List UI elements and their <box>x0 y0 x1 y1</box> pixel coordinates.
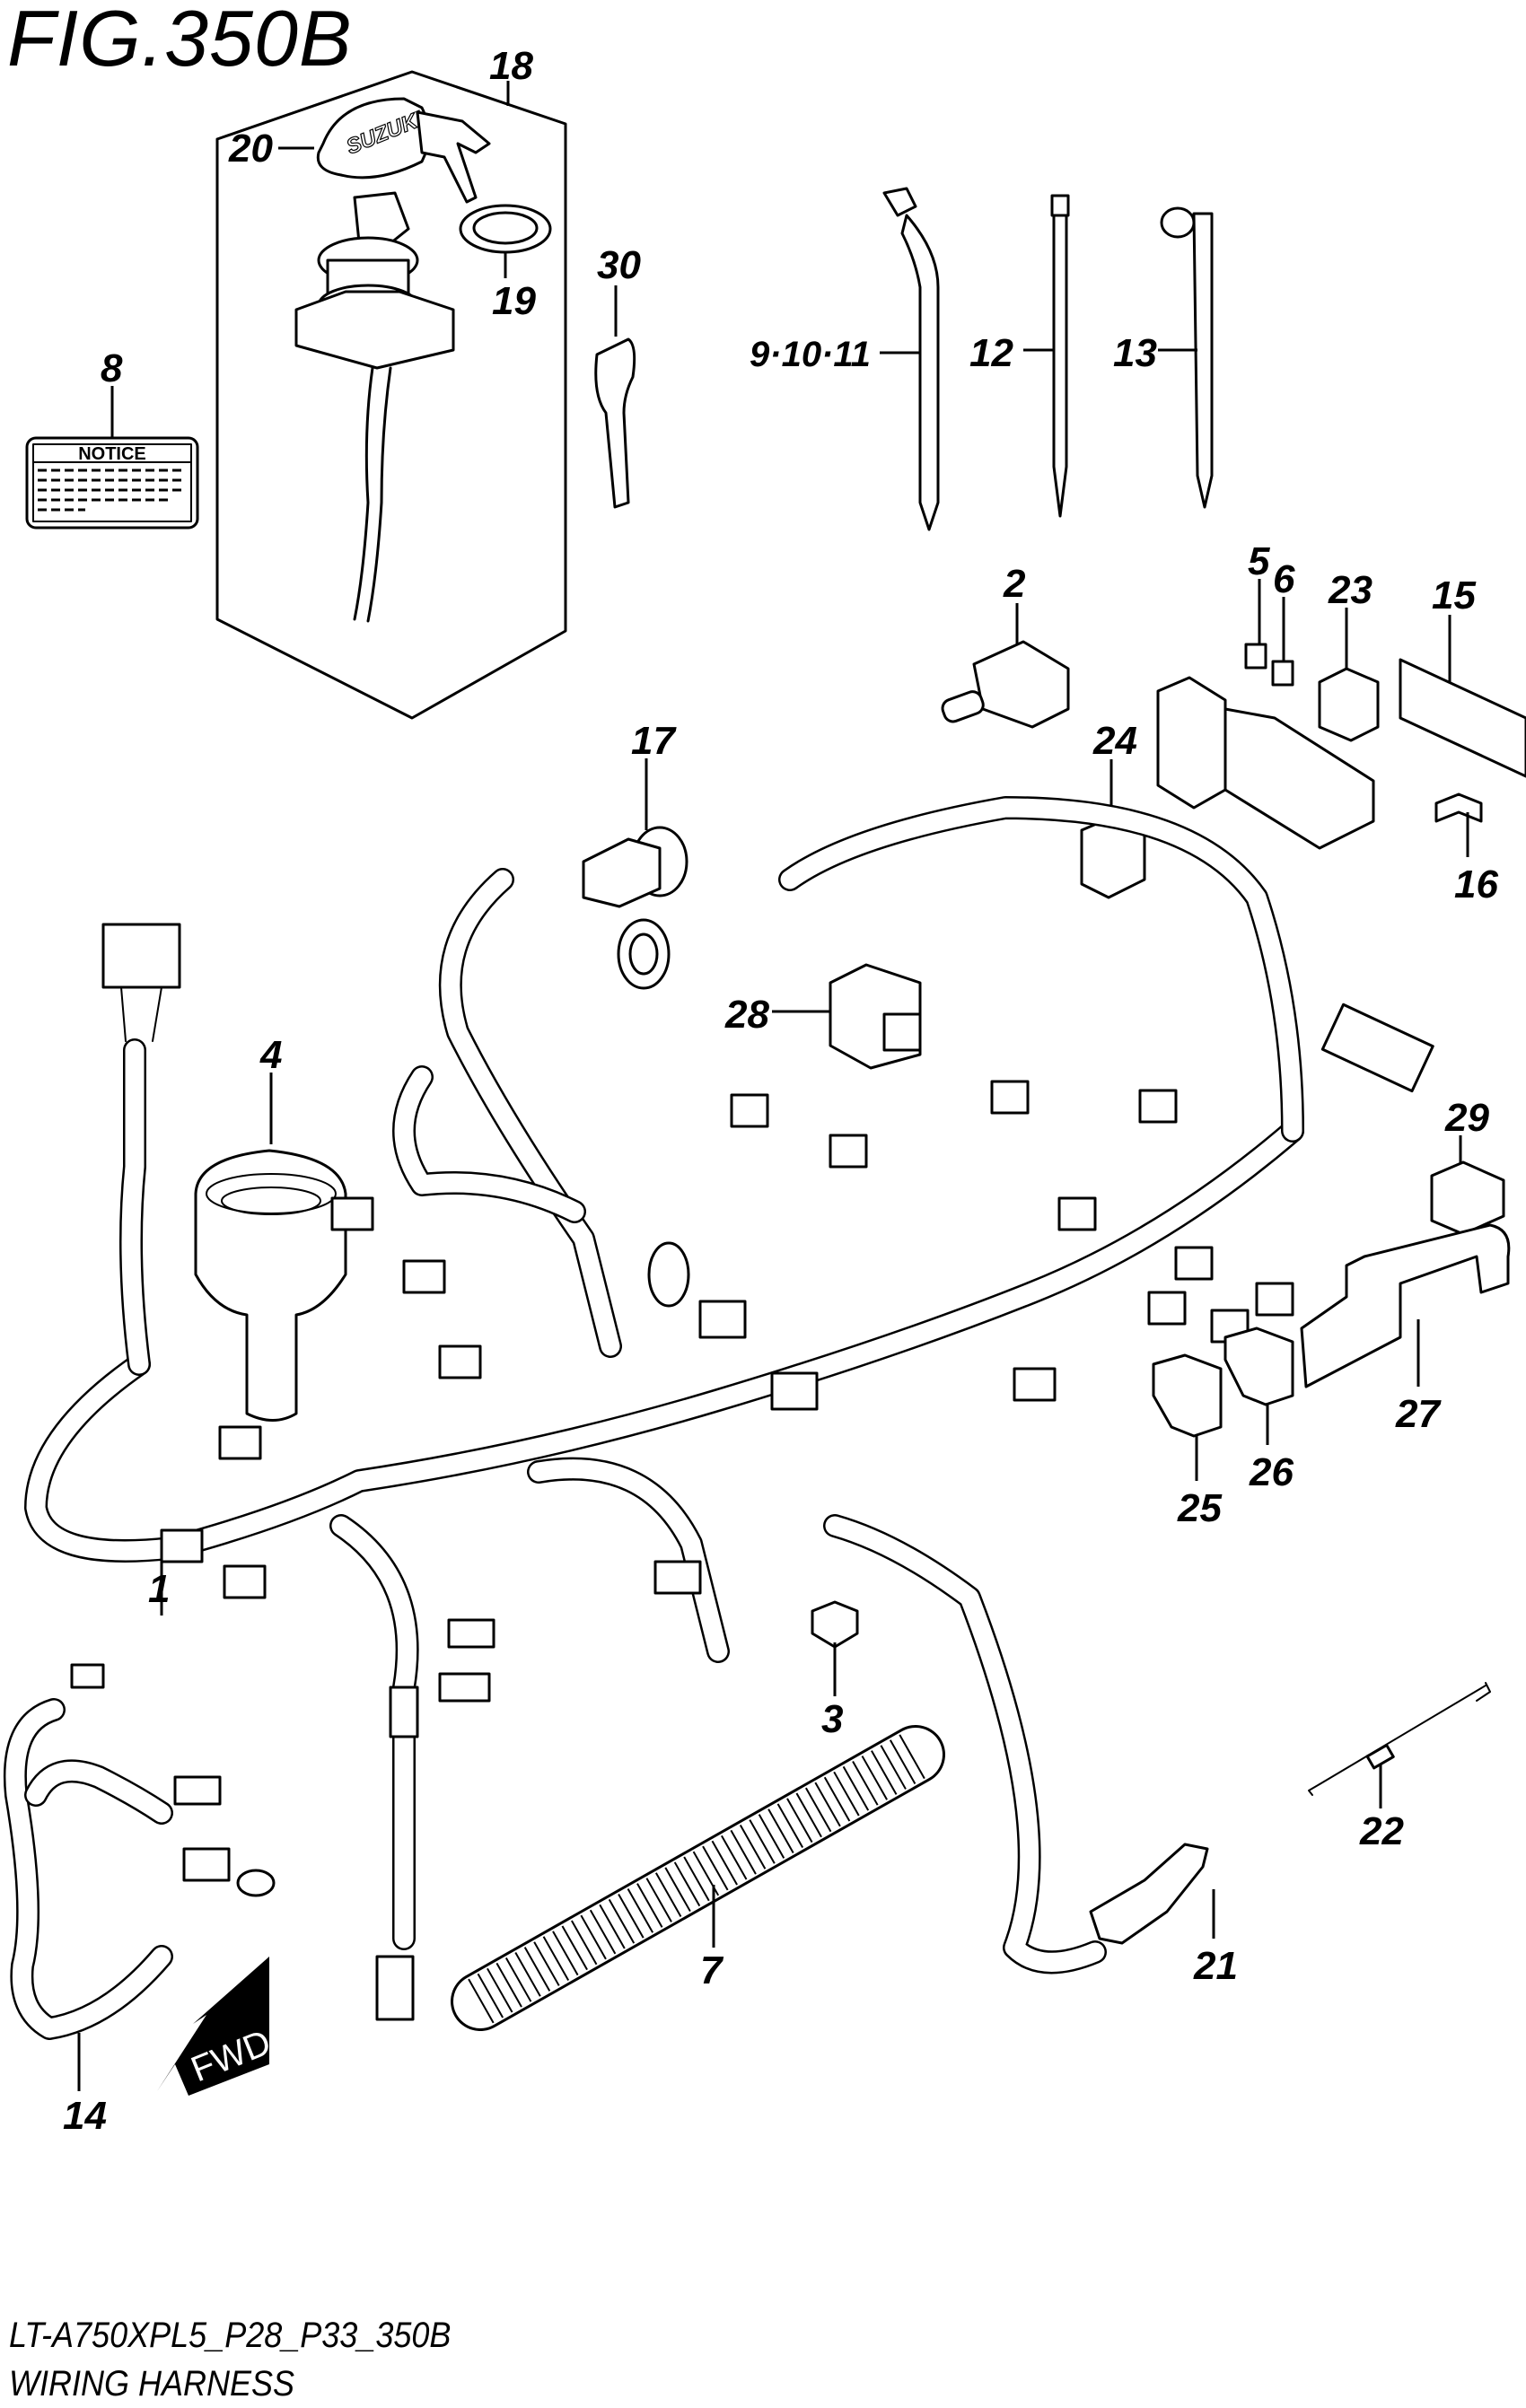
fwd-direction-arrow: FWD <box>157 1957 276 2096</box>
part-2-switch[interactable] <box>940 603 1070 729</box>
part-4-grommet-boot[interactable] <box>194 1073 347 1422</box>
callout-21[interactable]: 21 <box>1193 1944 1238 1988</box>
part-26-relay[interactable] <box>1223 1327 1294 1445</box>
callout-19[interactable]: 19 <box>492 279 536 323</box>
part-30-key[interactable] <box>594 285 636 509</box>
callout-23[interactable]: 23 <box>1328 568 1373 612</box>
part-29-connector[interactable] <box>1430 1135 1505 1236</box>
part-16-clamp[interactable] <box>1434 792 1483 857</box>
part-1-main-harness[interactable] <box>24 796 1434 2021</box>
notice-label-text: NOTICE <box>78 444 146 464</box>
part-9-10-11-cable-tie[interactable] <box>880 187 940 531</box>
callout-26[interactable]: 26 <box>1249 1450 1294 1494</box>
part-21-sensor[interactable] <box>1089 1843 1215 1945</box>
callout-13[interactable]: 13 <box>1113 331 1157 375</box>
callout-labels: 1 2 3 4 5 6 7 8 9·10·11 12 13 14 15 16 1… <box>63 44 1498 2138</box>
callout-4[interactable]: 4 <box>259 1033 282 1077</box>
callout-18[interactable]: 18 <box>489 44 533 88</box>
part-8-notice-label[interactable]: NOTICE <box>25 386 199 530</box>
part-5-fuse[interactable] <box>1244 579 1267 670</box>
callout-12[interactable]: 12 <box>969 331 1013 375</box>
callout-27[interactable]: 27 <box>1395 1392 1442 1436</box>
callout-8[interactable]: 8 <box>101 346 123 390</box>
callout-16[interactable]: 16 <box>1454 863 1498 906</box>
part-27-bracket-plate[interactable] <box>1300 1223 1511 1388</box>
callout-29[interactable]: 29 <box>1444 1096 1489 1140</box>
fuse-box[interactable] <box>1156 676 1375 850</box>
callout-7[interactable]: 7 <box>700 1948 724 1992</box>
part-22-spring-rod[interactable] <box>1308 1682 1491 1808</box>
part-18-ignition-switch-assembly[interactable]: SUZUKI <box>215 70 567 720</box>
callout-14[interactable]: 14 <box>63 2094 107 2138</box>
callout-28[interactable]: 28 <box>724 993 769 1037</box>
part-6-fuse[interactable] <box>1271 597 1294 687</box>
callout-24[interactable]: 24 <box>1092 719 1137 763</box>
part-17-socket[interactable] <box>582 758 688 990</box>
callout-15[interactable]: 15 <box>1432 574 1476 617</box>
callout-6[interactable]: 6 <box>1273 557 1295 601</box>
callout-3[interactable]: 3 <box>821 1697 843 1741</box>
part-7-corrugated-tube[interactable] <box>451 1725 945 2031</box>
figure-name: WIRING HARNESS <box>9 2364 295 2404</box>
part-15-bracket[interactable] <box>1399 615 1526 778</box>
part-23-relay[interactable] <box>1318 608 1380 742</box>
callout-17[interactable]: 17 <box>631 719 677 763</box>
callout-20[interactable]: 20 <box>228 127 273 171</box>
callout-2[interactable]: 2 <box>1003 562 1026 606</box>
callout-5[interactable]: 5 <box>1248 539 1270 583</box>
callout-1[interactable]: 1 <box>148 1567 170 1611</box>
part-3-connector-cap[interactable] <box>811 1600 859 1696</box>
figure-code: LT-A750XPL5_P28_P33_350B <box>9 2316 452 2355</box>
callout-9-10-11[interactable]: 9·10·11 <box>750 335 871 374</box>
part-25-relay[interactable] <box>1152 1353 1223 1481</box>
part-13-cable-tie-screw[interactable] <box>1158 206 1214 509</box>
callout-30[interactable]: 30 <box>597 243 641 287</box>
figure-title: FIG.350B <box>7 0 353 83</box>
callout-22[interactable]: 22 <box>1359 1809 1404 1853</box>
part-12-cable-tie[interactable] <box>1023 194 1070 518</box>
part-28-relay[interactable] <box>772 963 922 1070</box>
part-14-sub-harness[interactable] <box>3 1663 276 2091</box>
callout-25[interactable]: 25 <box>1177 1486 1222 1530</box>
